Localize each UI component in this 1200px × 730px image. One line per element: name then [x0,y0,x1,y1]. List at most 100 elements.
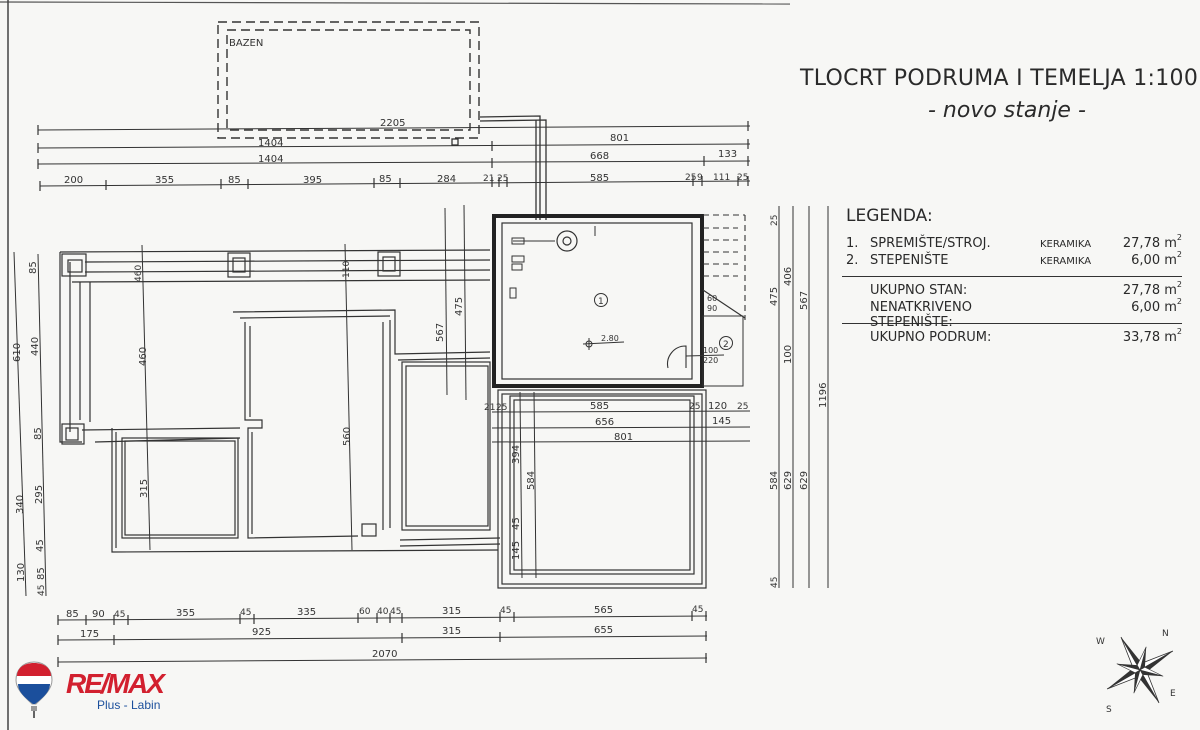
svg-text:460: 460 [134,265,144,282]
svg-text:25: 25 [496,403,507,413]
svg-text:W: W [1096,637,1105,647]
svg-text:85: 85 [66,609,79,620]
svg-text:567: 567 [799,291,810,310]
svg-text:25: 25 [737,402,748,412]
svg-text:925: 925 [252,627,271,638]
svg-text:656: 656 [595,417,614,428]
svg-text:584: 584 [526,471,537,490]
svg-text:585: 585 [590,173,609,184]
total-row: UKUPNO PODRUM: 33,78 m2 [870,327,1182,345]
svg-text:440: 440 [30,337,41,356]
svg-text:220: 220 [703,356,718,365]
svg-text:120: 120 [708,401,727,412]
svg-text:284: 284 [437,174,456,185]
svg-text:340: 340 [15,495,26,514]
legend-row: 1. SPREMIŠTE/STROJ. KERAMIKA 27,78 m2 [846,233,1182,251]
svg-text:130: 130 [16,563,27,582]
svg-text:801: 801 [614,432,633,443]
svg-text:45: 45 [692,605,703,615]
svg-text:629: 629 [783,471,794,490]
compass-rose-icon: N E S W [1096,629,1176,715]
svg-text:475: 475 [454,297,465,316]
balloon-logo-icon [15,661,53,718]
svg-text:335: 335 [297,607,316,618]
svg-text:200: 200 [64,175,83,186]
svg-text:25: 25 [689,402,700,412]
svg-text:355: 355 [155,175,174,186]
svg-text:45: 45 [114,610,125,620]
right-dimensions [778,206,829,588]
svg-text:629: 629 [799,471,810,490]
svg-text:90: 90 [92,609,105,620]
drawing-title: TLOCRT PODRUMA I TEMELJA 1:100 [800,66,1199,91]
svg-text:175: 175 [80,629,99,640]
left-dimensions [13,251,47,597]
legend: LEGENDA: 1. SPREMIŠTE/STROJ. KERAMIKA 27… [842,206,1182,347]
svg-text:45: 45 [390,607,401,617]
room-marker-2: 2 [723,340,729,350]
svg-text:655: 655 [594,625,613,636]
drawing-subtitle: - novo stanje - [928,98,1086,123]
svg-text:610: 610 [12,343,23,362]
svg-text:45: 45 [35,539,46,552]
svg-text:460: 460 [138,347,149,366]
pool-label: BAZEN [229,38,263,49]
svg-text:1404: 1404 [258,154,283,165]
svg-text:100: 100 [703,346,718,355]
svg-text:90: 90 [707,304,717,313]
svg-text:21: 21 [483,174,494,184]
svg-text:145: 145 [511,541,522,560]
svg-text:565: 565 [594,605,613,616]
svg-text:2070: 2070 [372,649,397,660]
svg-text:25: 25 [685,173,696,183]
bottom-dimensions [57,615,708,663]
subtotal-row: NENATKRIVENO STEPENIŠTE: 6,00 m2 [870,297,1182,330]
svg-text:85: 85 [28,261,39,274]
svg-text:25: 25 [770,215,780,226]
svg-text:315: 315 [442,606,461,617]
svg-text:25: 25 [737,173,748,183]
pool-outline [217,21,480,139]
subtotal-row: UKUPNO STAN: 27,78 m2 [870,280,1182,298]
divider [842,323,1182,324]
svg-text:801: 801 [610,133,629,144]
svg-text:133: 133 [718,149,737,160]
svg-text:111: 111 [713,173,730,183]
svg-text:85: 85 [379,174,392,185]
svg-text:585: 585 [590,401,609,412]
svg-text:E: E [1170,689,1176,699]
svg-text:394: 394 [511,445,522,464]
svg-text:S: S [1106,705,1112,715]
svg-text:295: 295 [34,485,45,504]
svg-text:110: 110 [342,261,352,278]
legend-title: LEGENDA: [846,206,933,226]
office-name: Plus - Labin [97,698,161,712]
svg-text:315: 315 [442,626,461,637]
svg-text:100: 100 [783,345,794,364]
legend-row: 2. STEPENIŠTE KERAMIKA 6,00 m2 [846,250,1182,268]
svg-text:584: 584 [769,471,780,490]
svg-text:145: 145 [712,416,731,427]
svg-text:560: 560 [342,427,353,446]
svg-text:355: 355 [176,608,195,619]
svg-text:9: 9 [697,173,703,183]
svg-text:N: N [1162,629,1169,639]
svg-text:1404: 1404 [258,138,283,149]
svg-text:45: 45 [500,606,511,616]
svg-text:1196: 1196 [818,383,829,408]
svg-text:475: 475 [769,287,780,306]
svg-text:40: 40 [377,607,389,617]
top-dimensions [37,125,751,187]
svg-text:45: 45 [240,608,251,618]
svg-text:85: 85 [228,175,241,186]
svg-text:45: 45 [37,585,47,596]
svg-text:45: 45 [511,517,522,530]
svg-text:668: 668 [590,151,609,162]
svg-text:567: 567 [435,323,446,342]
svg-text:315: 315 [139,479,150,498]
svg-text:395: 395 [303,175,322,186]
remax-logo-text: RE/MAX [66,668,165,699]
machine-room: 1 2.80 60 90 100 220 2 [492,214,746,388]
foundation-walls [59,249,707,589]
